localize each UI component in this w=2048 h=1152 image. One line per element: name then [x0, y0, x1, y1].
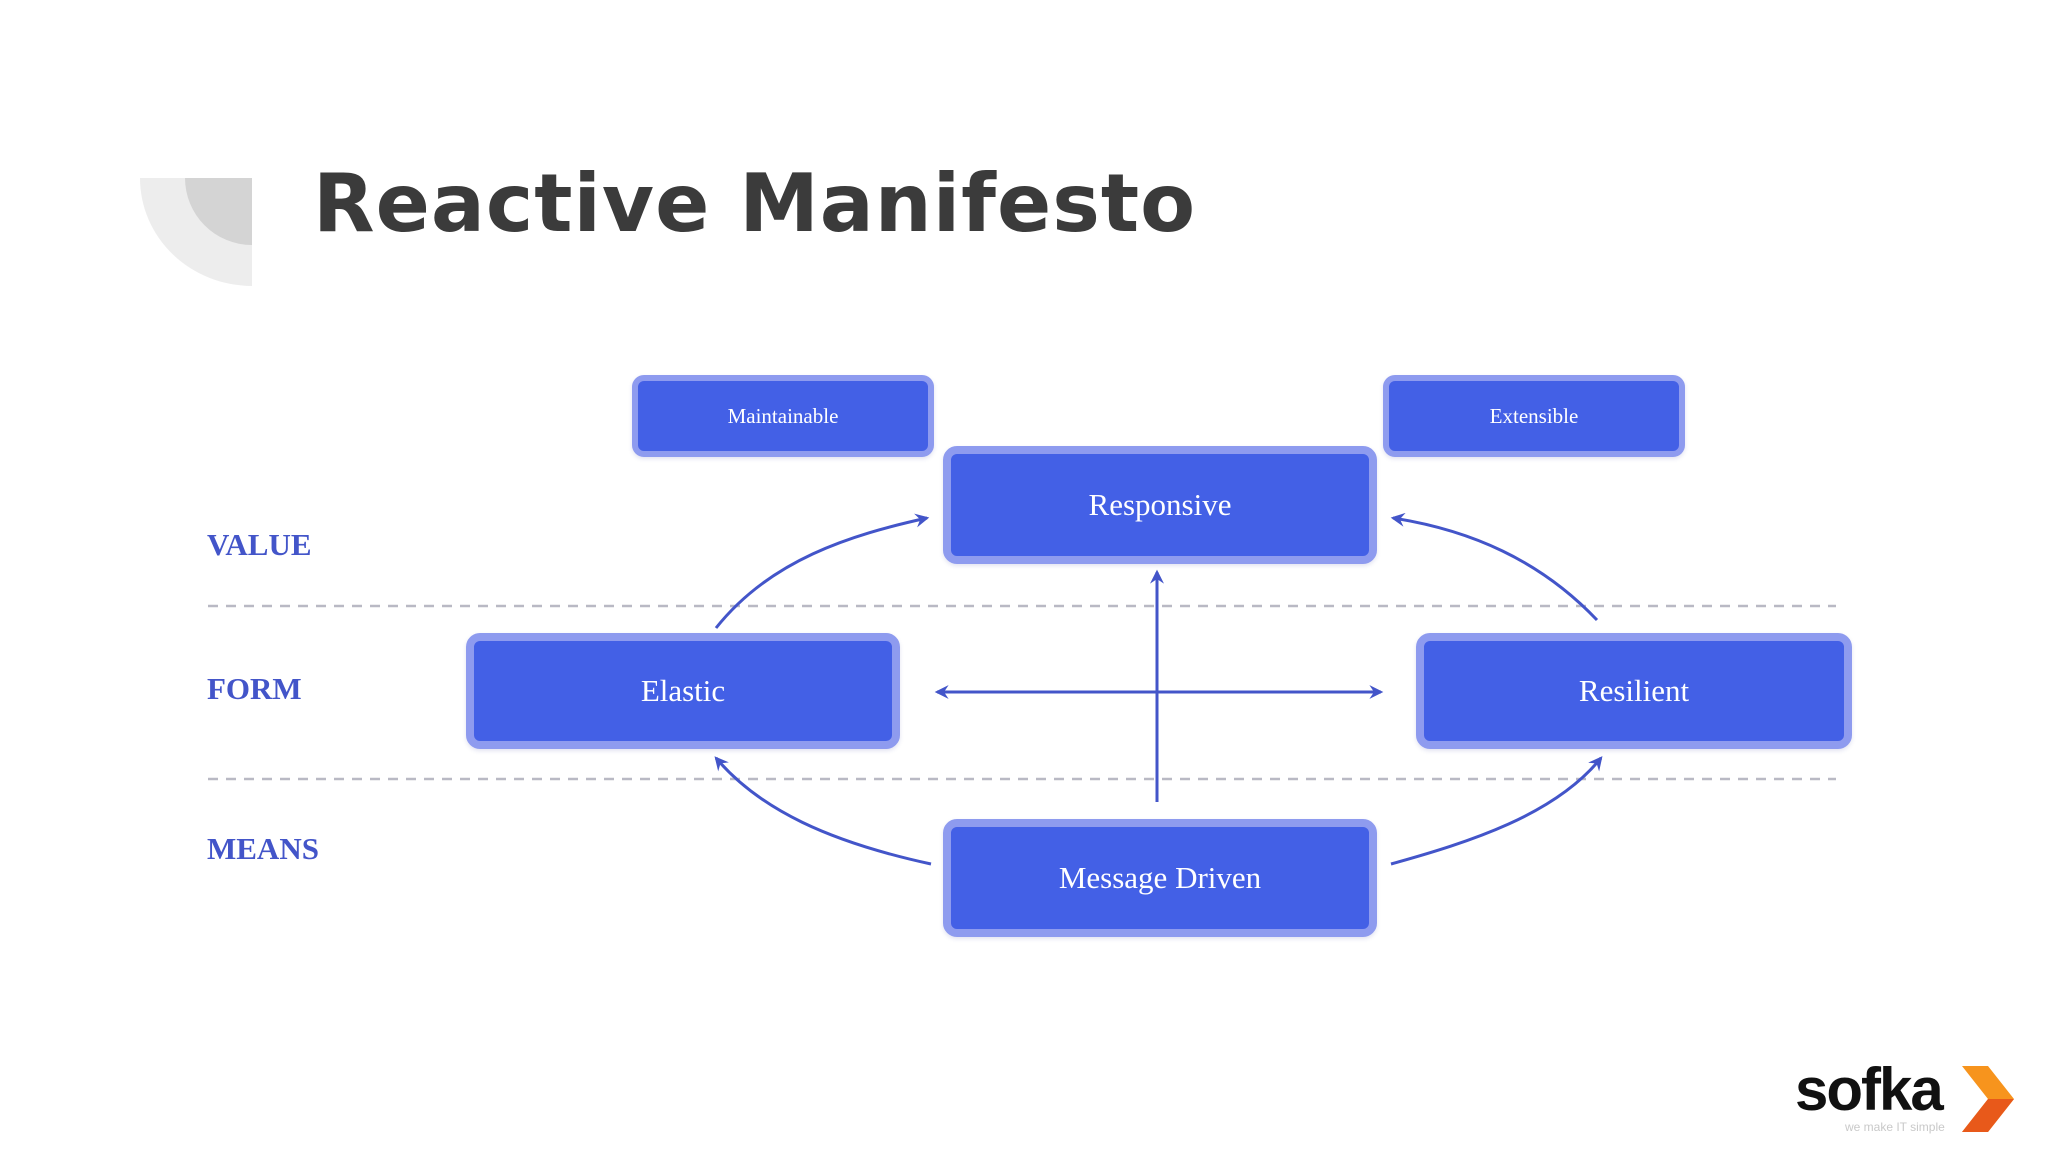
arrow-message-to-elastic: [714, 756, 932, 866]
slide-title: Reactive Manifesto: [313, 157, 1197, 250]
arrow-message-to-resilient: [1390, 756, 1603, 866]
node-elastic: Elastic: [466, 633, 900, 749]
node-resilient-label: Resilient: [1578, 673, 1690, 708]
node-extensible: Extensible: [1383, 375, 1685, 457]
logo-tagline: we make IT simple: [1845, 1120, 1945, 1134]
node-extensible-label: Extensible: [1489, 403, 1579, 428]
node-elastic-label: Elastic: [640, 673, 726, 708]
node-maintainable: Maintainable: [632, 375, 934, 457]
logo-arrow-icon: [1962, 1066, 2014, 1132]
node-resilient: Resilient: [1416, 633, 1852, 749]
logo-wordmark: sofka: [1795, 1056, 1944, 1123]
node-message-driven-label: Message Driven: [1058, 860, 1262, 895]
arrow-resilient-to-responsive: [1390, 512, 1599, 622]
node-maintainable-label: Maintainable: [727, 403, 839, 428]
node-message-driven: Message Driven: [943, 819, 1377, 937]
arrow-elastic-to-responsive: [714, 513, 930, 629]
row-label-means: MEANS: [207, 831, 319, 866]
row-label-value: VALUE: [207, 527, 312, 562]
corner-decoration: [140, 178, 252, 286]
node-responsive: Responsive: [943, 446, 1377, 564]
node-responsive-label: Responsive: [1088, 487, 1232, 522]
row-label-form: FORM: [207, 671, 302, 706]
